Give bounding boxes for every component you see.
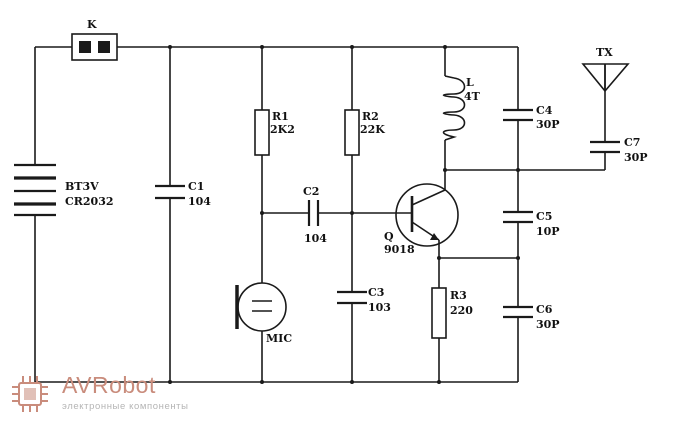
c4-value: 30P [536, 118, 560, 131]
resistor-r3: R3 220 [431, 287, 473, 339]
battery-ref: BT3V [65, 180, 99, 193]
watermark-tagline: электронные компоненты [62, 401, 189, 412]
switch-k: K [71, 18, 118, 61]
c2-value: 104 [304, 232, 327, 245]
watermark-brand: AVRobot [62, 372, 156, 398]
c7-ref: C7 [624, 136, 640, 149]
c1-value: 104 [188, 195, 211, 208]
transistor-q: Q 9018 [384, 183, 459, 256]
resistor-r2: R2 22K [344, 109, 385, 156]
r2-ref: R2 [362, 110, 379, 123]
capacitor-c6: C6 30P [503, 303, 560, 331]
transistor-ref: Q [384, 230, 394, 243]
r1-ref: R1 [272, 110, 289, 123]
r3-value: 220 [450, 304, 473, 317]
capacitor-c5: C5 10P [503, 210, 560, 238]
c2-ref: C2 [303, 185, 319, 198]
c1-ref: C1 [188, 180, 204, 193]
r1-value: 2K2 [270, 123, 295, 136]
wires [34, 46, 606, 383]
chip-logo-icon [12, 376, 48, 412]
antenna-tx: TX [581, 46, 630, 93]
c4-ref: C4 [536, 104, 553, 117]
inductor-value: 4T [464, 90, 481, 103]
c7-value: 30P [624, 151, 648, 164]
junctions [168, 45, 520, 384]
c3-value: 103 [368, 301, 391, 314]
c6-ref: C6 [536, 303, 553, 316]
transistor-value: 9018 [384, 243, 415, 256]
c5-value: 10P [536, 225, 560, 238]
mic-label: MIC [266, 332, 292, 345]
capacitor-c7: C7 30P [590, 136, 648, 164]
r2-value: 22K [360, 123, 385, 136]
capacitor-c3: C3 103 [337, 286, 391, 314]
battery-value: CR2032 [65, 195, 114, 208]
c6-value: 30P [536, 318, 560, 331]
resistor-r1: R1 2K2 [254, 109, 295, 156]
r3-ref: R3 [450, 289, 467, 302]
c5-ref: C5 [536, 210, 552, 223]
capacitor-c2: C2 104 [303, 185, 327, 245]
antenna-label: TX [596, 46, 613, 59]
switch-label: K [87, 18, 97, 31]
c3-ref: C3 [368, 286, 384, 299]
inductor-l: L 4T [442, 75, 481, 141]
capacitor-c4: C4 30P [503, 104, 560, 131]
microphone: MIC [235, 282, 292, 345]
avrobot-watermark: AVRobot электронные компоненты [10, 372, 240, 418]
battery: BT3V CR2032 [14, 163, 114, 217]
capacitor-c1: C1 104 [155, 180, 211, 208]
inductor-ref: L [466, 76, 474, 89]
